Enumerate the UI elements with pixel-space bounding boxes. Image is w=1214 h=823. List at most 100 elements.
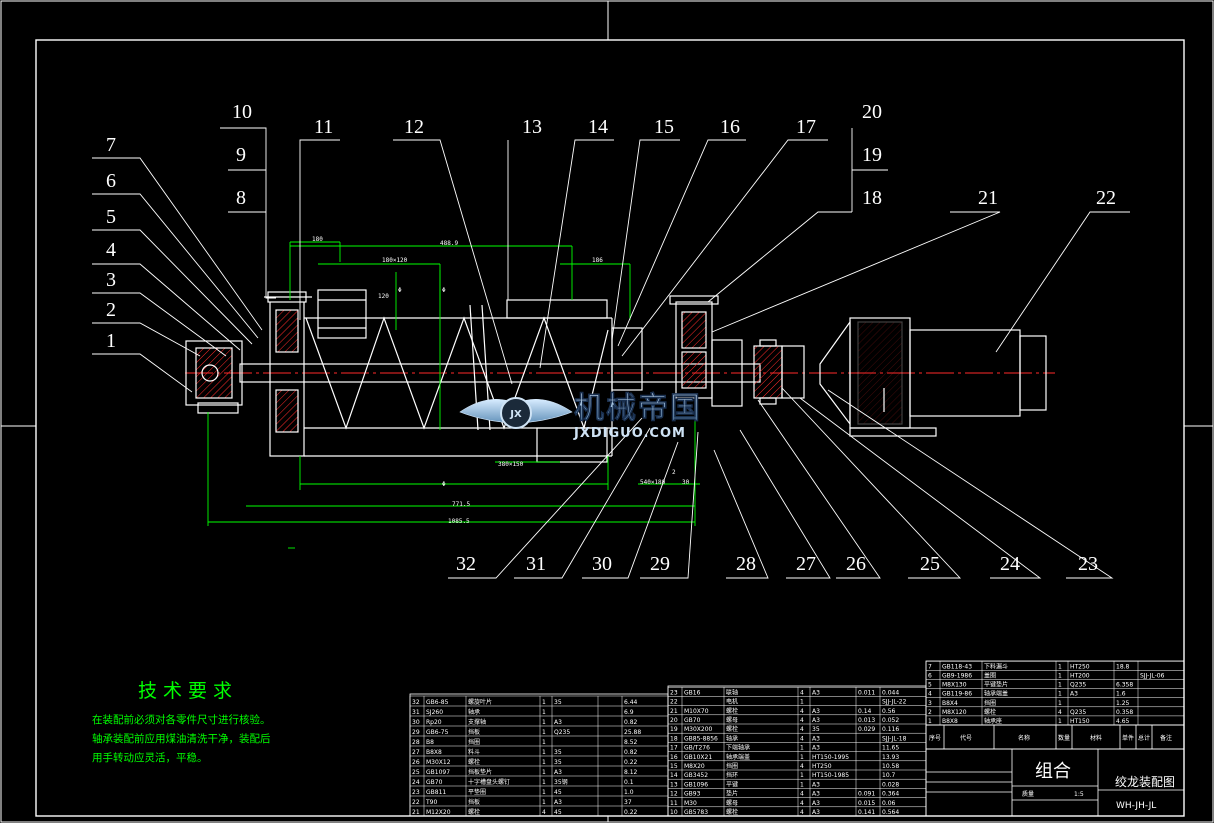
bom-cell: 10.58 (882, 763, 899, 770)
bom-cell: 4 (800, 689, 804, 696)
bom-cell: A3 (812, 809, 820, 816)
bom-cell: 1 (928, 718, 932, 725)
bom-cell: GB9-1986 (942, 673, 972, 680)
dim-180x120: 180×120 (382, 257, 408, 264)
bom-cell: 1.25 (1116, 700, 1130, 707)
bom-cell: M30 (684, 800, 697, 807)
bom-cell: 4 (800, 717, 804, 724)
bom-cell: 0.14 (858, 708, 872, 715)
bom-cell: 1 (542, 699, 546, 706)
dim-phi-c: Φ (442, 481, 446, 488)
part-number: 24 (1000, 553, 1020, 575)
part-number: 9 (236, 144, 246, 166)
part-number: 15 (654, 116, 674, 138)
part-number: 11 (314, 116, 333, 138)
bom-cell: HT150-1995 (812, 754, 849, 761)
bom-cell: 35 (812, 726, 820, 733)
part-number: 28 (736, 553, 756, 575)
part-number: 5 (106, 206, 116, 228)
bom-cell: M8X130 (942, 682, 967, 689)
tech-requirements-title: 技术要求 (138, 680, 238, 702)
bom-cell: 平键 (726, 780, 738, 788)
bom-cell: 0.044 (882, 689, 899, 696)
bom-cell: 1 (800, 781, 804, 788)
bom-cell: B8X4 (942, 700, 958, 707)
bom-cell: A3 (812, 800, 820, 807)
scale-value: 1:5 (1074, 791, 1084, 798)
bom-cell: 4 (542, 809, 546, 816)
assembly-label: 组合 (1035, 761, 1071, 782)
bom-cell: A3 (812, 689, 820, 696)
bom-cell: 8.52 (624, 739, 638, 746)
bom-cell: GB10X21 (684, 754, 712, 761)
header-col: 代号 (960, 734, 972, 742)
bom-cell: M8X120 (942, 709, 967, 716)
header-col: 材料 (1090, 734, 1102, 742)
bom-cell: GB118-43 (942, 663, 972, 670)
bom-cell: 17 (670, 745, 678, 752)
bom-cell: 3 (928, 700, 932, 707)
part-number: 32 (456, 553, 476, 575)
bom-cell: HT150 (1070, 718, 1090, 725)
bom-cell: 螺栓 (468, 758, 480, 766)
bom-cell: 4 (800, 726, 804, 733)
part-number: 13 (522, 116, 542, 138)
part-number: 10 (232, 101, 252, 123)
bom-cell: 8.12 (624, 769, 638, 776)
bom-cell: 29 (412, 729, 420, 736)
bom-cell: Q235 (1070, 682, 1086, 689)
bom-cell: 25 (412, 769, 420, 776)
tech-line-3: 用手转动应灵活，平稳。 (92, 751, 208, 764)
bom-cell: GB3452 (684, 772, 708, 779)
bom-cell: 37 (624, 799, 632, 806)
mass-label: 质量 (1022, 790, 1034, 798)
part-number: 20 (862, 101, 882, 123)
bom-cell: B8X8 (426, 749, 442, 756)
coupling (753, 339, 805, 405)
dim-540x180: 540×180 (640, 479, 666, 486)
bom-cell: HT150-1985 (812, 772, 849, 779)
bom-cell: 13 (670, 781, 678, 788)
bom-cell: 1 (1058, 700, 1062, 707)
bom-cell: 1 (542, 739, 546, 746)
bom-cell: 0.015 (858, 800, 875, 807)
bom-grid-lines (409, 661, 1185, 817)
bom-cell: GB70 (426, 779, 443, 786)
bom-cell: 0.1 (624, 779, 634, 786)
dim-phi-b: Φ (442, 287, 446, 294)
bom-cell: 螺旋叶片 (468, 698, 492, 706)
bom-cell: 1 (1058, 663, 1062, 670)
bom-cell: 6.44 (624, 699, 638, 706)
bom-cell: 31 (412, 709, 420, 716)
bom-cell: 24 (412, 779, 420, 786)
tech-line-1: 在装配前必须对各零件尺寸进行核验。 (92, 713, 271, 726)
bom-cell: GB1097 (426, 769, 450, 776)
bom-cell: 21 (670, 708, 678, 715)
bom-cell: GB119-86 (942, 691, 972, 698)
dim-120: 120 (378, 293, 389, 300)
bom-cell: A3 (812, 717, 820, 724)
bom-cell: 14 (670, 772, 678, 779)
bom-cell: M10X70 (684, 708, 709, 715)
part-number: 3 (106, 269, 116, 291)
part-number: 25 (920, 553, 940, 575)
bom-cell: Q235 (1070, 709, 1086, 716)
bom-cell: M30X200 (684, 726, 713, 733)
bom-cell: 0.56 (882, 708, 896, 715)
part-number: 22 (1096, 187, 1116, 209)
bom-cell: 1 (800, 772, 804, 779)
bom-cell: A3 (554, 719, 562, 726)
bom-cell: 32 (412, 699, 420, 706)
bom-cell: 1.0 (624, 789, 634, 796)
bom-cell: T90 (425, 799, 437, 806)
bom-cell: 1 (1058, 673, 1062, 680)
bom-cell: 1 (542, 719, 546, 726)
bom-cell: 挡板 (468, 728, 480, 736)
bom-cell: A3 (554, 799, 562, 806)
bom-cell: 1 (1058, 718, 1062, 725)
gear-emblem (500, 397, 532, 429)
bom-cell: 1 (800, 699, 804, 706)
bom-cell: 1 (800, 754, 804, 761)
bom-cell: 20 (670, 717, 678, 724)
